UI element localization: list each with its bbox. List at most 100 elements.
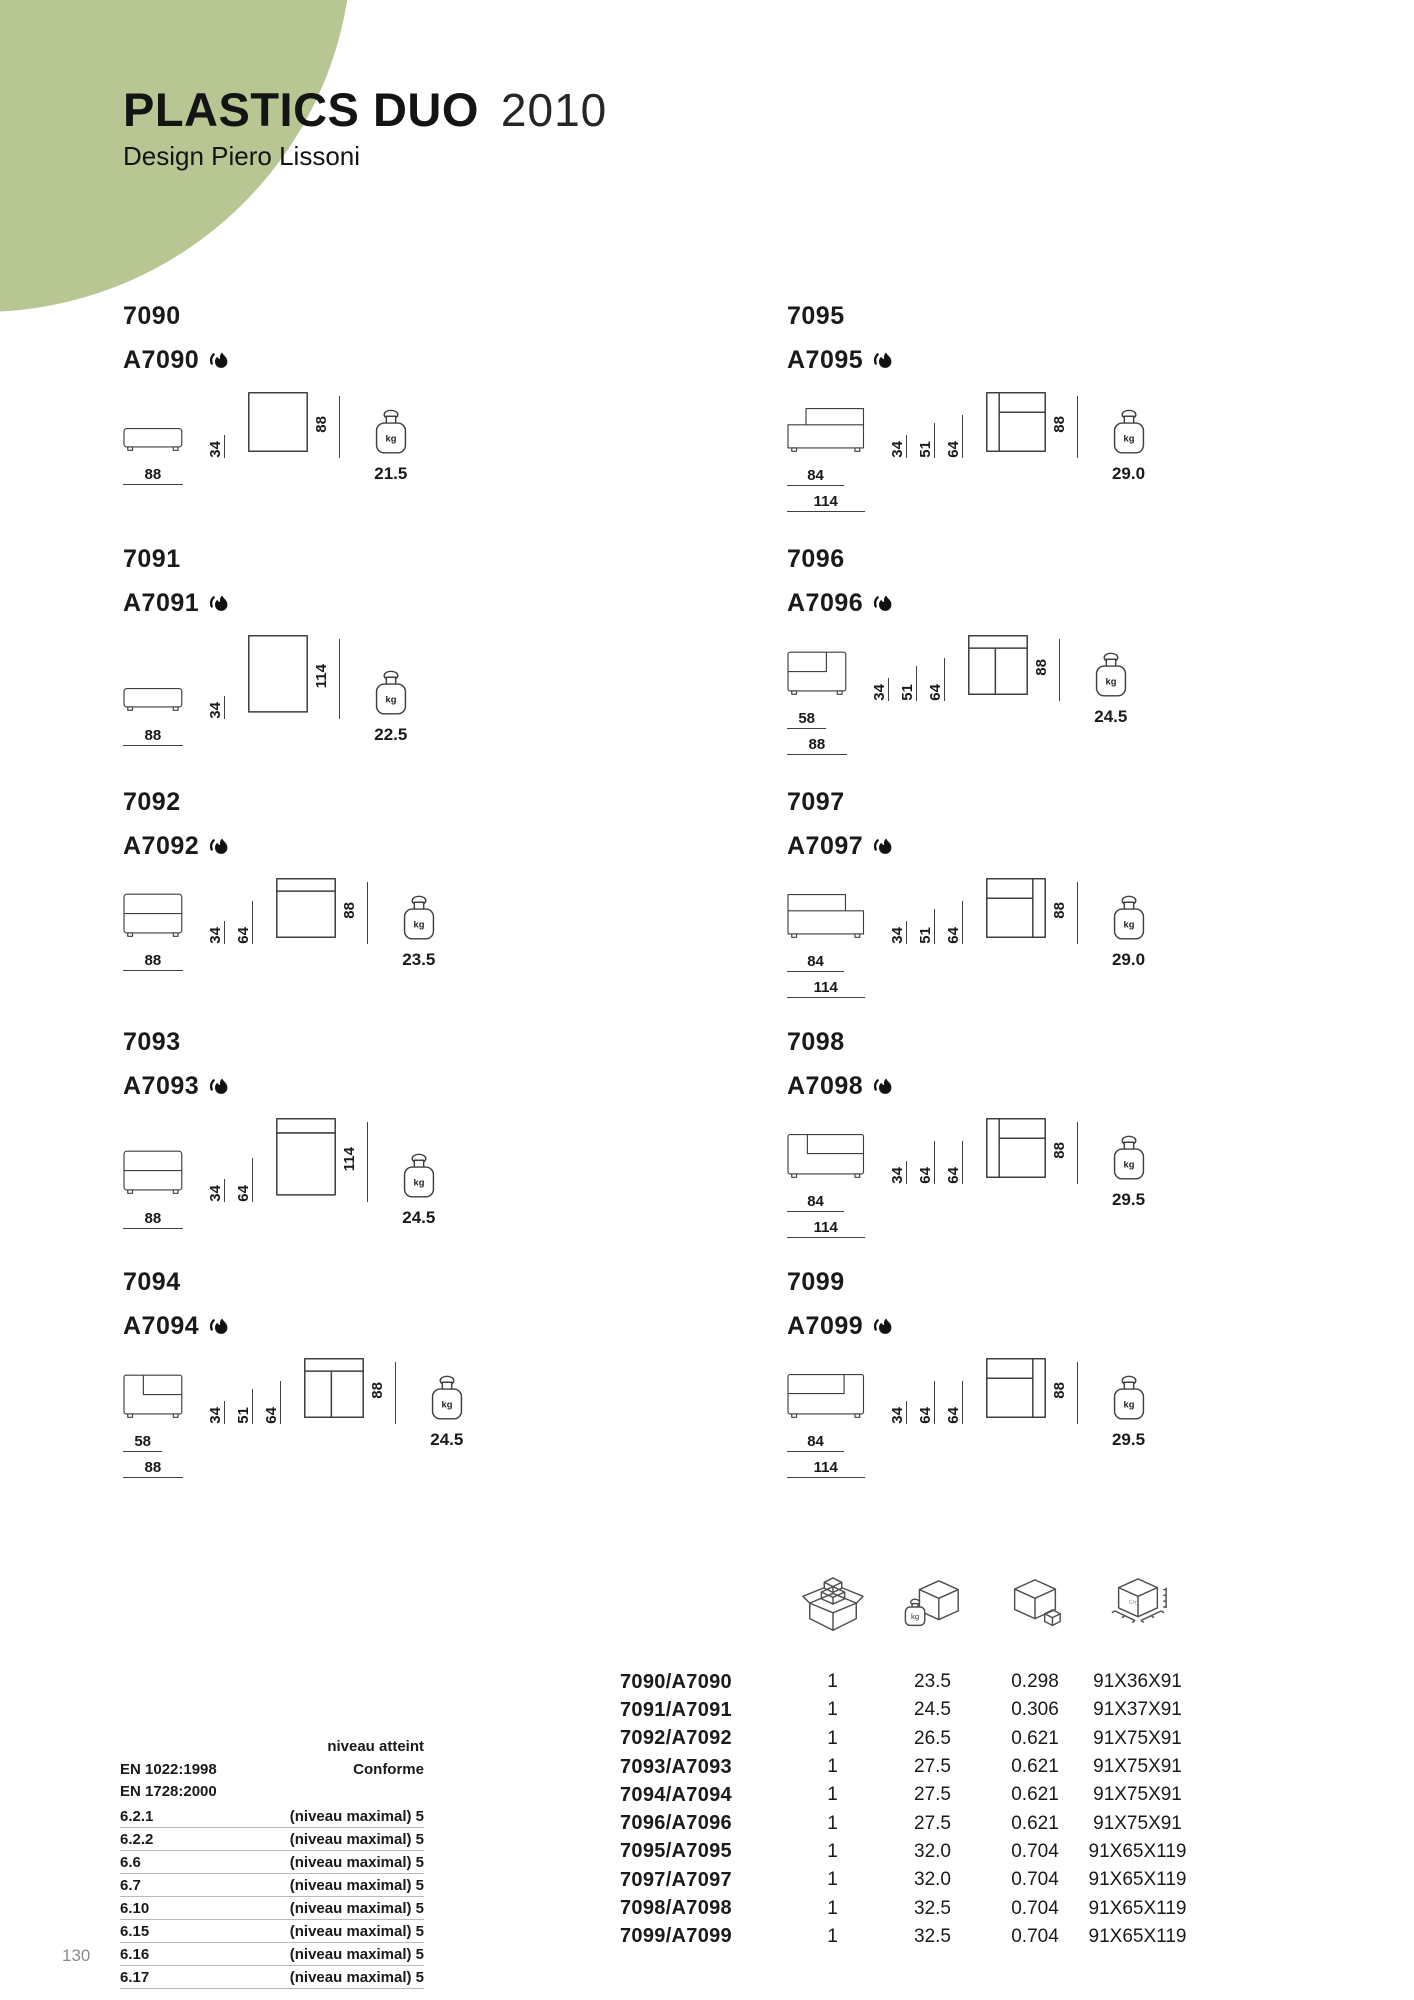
height-dimension: 64 (263, 1380, 281, 1424)
gross-weight-icon: kg (870, 1576, 995, 1638)
fireproof-variant-row: A7096 (787, 589, 1387, 618)
height-dimension: 51 (899, 666, 917, 701)
plan-dimension-label: 114 (312, 664, 330, 689)
flame-icon (873, 1077, 895, 1097)
plan-view-drawing (985, 1117, 1047, 1184)
packing-model: 7096/A7096 (620, 1812, 732, 1835)
svg-text:kg: kg (441, 1399, 452, 1409)
standard-row: EN 1022:1998 Conforme (120, 1761, 424, 1778)
packing-dimensions: 91X75X91 (1093, 1756, 1182, 1778)
plan-view-drawing (985, 391, 1047, 458)
packing-pieces: 1 (827, 1727, 838, 1749)
fireproof-variant-row: A7098 (787, 1072, 1387, 1101)
packing-icons-row: kg cm. (620, 1576, 1210, 1638)
side-view: 88 (123, 658, 183, 746)
weight-block: kg 29.5 (1112, 1375, 1146, 1450)
plan-view: 114 (247, 634, 340, 719)
packing-pieces: 1 (827, 1671, 838, 1693)
compliance-rows: 6.2.1 (niveau maximal) 5 6.2.2 (niveau m… (120, 1805, 424, 1989)
fireproof-variant-row: A7097 (787, 832, 1387, 861)
compliance-row: 6.7 (niveau maximal) 5 (120, 1874, 424, 1897)
plan-view: 88 (303, 1357, 396, 1424)
packing-model: 7090/A7090 (620, 1670, 732, 1693)
product-code: 7099 (787, 1268, 845, 1296)
svg-text:kg: kg (413, 1177, 424, 1187)
flame-icon (209, 1077, 231, 1097)
product-fire-code: A7097 (787, 832, 864, 860)
height-dimensions: 34 (197, 434, 225, 458)
side-view-drawing (123, 398, 183, 457)
volume-icon (995, 1576, 1075, 1638)
packing-row: 7092/A7092 1 26.5 0.621 91X75X91 (620, 1725, 1210, 1753)
fireproof-variant-row: A7090 (123, 346, 723, 375)
compliance-clause: 6.2.2 (120, 1831, 154, 1848)
side-view-drawing (123, 1365, 183, 1424)
product-block: 7091 A7091 88 34 114 kg 22.5 (123, 545, 723, 746)
packing-weight: 27.5 (914, 1812, 951, 1834)
packing-dimensions: 91X37X91 (1093, 1699, 1182, 1721)
compliance-row: 6.2.2 (niveau maximal) 5 (120, 1828, 424, 1851)
side-view-drawing (123, 658, 183, 717)
weight-value: 24.5 (402, 1207, 436, 1227)
packing-volume: 0.704 (1011, 1925, 1059, 1947)
weight-value: 24.5 (1094, 707, 1128, 726)
height-dimension: 64 (917, 1380, 935, 1424)
box-dimensions-icon: cm. (1075, 1576, 1200, 1638)
side-view-drawing (787, 1365, 865, 1424)
plan-view-drawing (275, 1117, 337, 1202)
side-view-drawing (787, 885, 865, 944)
plan-dimension-label: 88 (340, 902, 358, 919)
fireproof-variant-row: A7092 (123, 832, 723, 861)
width-dimension-label: 114 (787, 493, 865, 512)
height-dimension: 51 (917, 909, 935, 944)
svg-text:kg: kg (910, 1612, 918, 1621)
height-dimension: 34 (207, 434, 225, 458)
packing-model: 7094/A7094 (620, 1783, 732, 1806)
flame-icon (873, 351, 895, 371)
technical-drawing: 88 34 88 kg 21.5 (123, 391, 723, 485)
product-fire-code: A7098 (787, 1072, 864, 1100)
packing-weight: 27.5 (914, 1756, 951, 1778)
height-dimension: 64 (945, 1380, 963, 1424)
width-dimension-label: 84 (787, 467, 845, 486)
weight-icon: kg (1112, 895, 1146, 945)
plan-dimension-label: 88 (1050, 902, 1068, 919)
weight-block: kg 22.5 (374, 670, 408, 745)
standard-code: EN 1022:1998 (120, 1761, 217, 1778)
plan-view: 88 (985, 877, 1078, 944)
designer-credit: Design Piero Lissoni (123, 141, 361, 171)
height-dimension: 34 (871, 677, 889, 701)
product-block: 7090 A7090 88 34 88 kg 21.5 (123, 302, 723, 485)
product-code: 7092 (123, 788, 181, 816)
side-view-drawing (123, 1141, 183, 1200)
svg-text:kg: kg (385, 433, 396, 443)
side-view: 88 (123, 884, 183, 971)
side-view-drawing (787, 399, 865, 458)
height-dimension: 34 (207, 920, 225, 944)
fireproof-variant-row: A7095 (787, 346, 1387, 375)
svg-text:kg: kg (1123, 1399, 1134, 1409)
svg-text:kg: kg (1105, 676, 1116, 686)
plan-dimension-line (338, 396, 340, 458)
packing-volume: 0.306 (1011, 1699, 1059, 1721)
weight-block: kg 23.5 (402, 895, 436, 970)
packing-pieces: 1 (827, 1784, 838, 1806)
height-dimensions: 34 (197, 695, 225, 719)
plan-dimension-label: 88 (1050, 1142, 1068, 1159)
standard-result: Conforme (353, 1761, 424, 1778)
height-dimension: 51 (235, 1389, 253, 1424)
svg-text:cm.: cm. (1127, 1596, 1141, 1608)
packing-dimensions: 91X36X91 (1093, 1671, 1182, 1693)
product-code: 7096 (787, 545, 845, 573)
